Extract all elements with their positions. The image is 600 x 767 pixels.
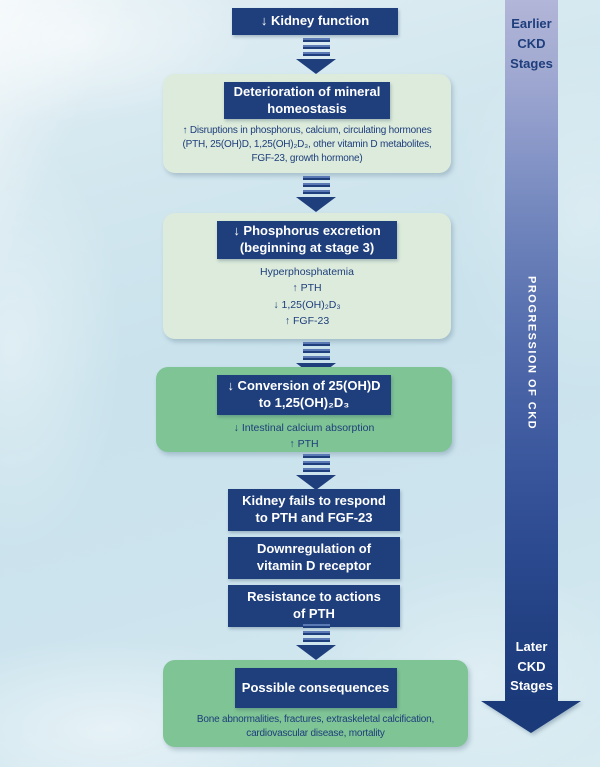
arrow-head: [296, 645, 336, 660]
arrow-head: [296, 197, 336, 212]
arrow-bar: [302, 624, 330, 628]
arrow-bar: [302, 342, 330, 346]
possible-consequences-body: Bone abnormalities, fractures, extraskel…: [196, 714, 435, 740]
possible-consequences-heading: Possible consequences: [234, 668, 397, 708]
mineral-homeostasis-heading: Deterioration of mineral homeostasis: [224, 82, 390, 119]
mineral-homeostasis-body: ↑ Disruptions in phosphorus, calcium, ci…: [182, 125, 432, 165]
arrow-bar: [302, 183, 330, 187]
down-arrow-icon: [296, 38, 336, 74]
arrow-bar: [302, 190, 330, 194]
arrow-bar: [302, 461, 330, 465]
arrow-bar: [302, 38, 330, 42]
progression-arrow-head-icon: [481, 701, 581, 733]
phosphorus-excretion-panel: ↓ Phosphorus excretion (beginning at sta…: [163, 213, 451, 339]
later-ckd-stages-label: Later CKD Stages: [510, 639, 553, 693]
arrow-bar: [302, 468, 330, 472]
arrow-bar: [302, 349, 330, 353]
earlier-ckd-stages-label: Earlier CKD Stages: [510, 16, 553, 72]
downregulation-box: Downregulation of vitamin D receptor: [228, 537, 400, 579]
kidney-function-box: ↓ Kidney function: [232, 8, 398, 35]
arrow-head: [296, 475, 336, 490]
down-arrow-icon: [296, 176, 336, 212]
arrow-bar: [302, 45, 330, 49]
pth-up-item: ↑ PTH: [289, 438, 319, 451]
arrow-bar: [302, 631, 330, 635]
arrow-bar: [302, 638, 330, 642]
progression-arrow-bar: [505, 0, 558, 703]
vitamin-d-down-item: ↓ 1,25(OH)₂D₃: [273, 298, 341, 311]
progression-of-ckd-label: PROGRESSION OF CKD: [525, 275, 538, 431]
mineral-homeostasis-panel: Deterioration of mineral homeostasis ↑ D…: [163, 74, 451, 173]
arrow-bar: [302, 52, 330, 56]
hyperphosphatemia-item: Hyperphosphatemia: [260, 266, 354, 278]
conversion-heading: ↓ Conversion of 25(OH)D to 1,25(OH)₂D₃: [217, 375, 391, 415]
fgf23-up-item: ↑ FGF-23: [284, 314, 330, 327]
down-arrow-icon: [296, 454, 336, 490]
arrow-head: [296, 59, 336, 74]
arrow-bar: [302, 454, 330, 458]
intestinal-calcium-item: ↓ Intestinal calcium absorption: [233, 422, 375, 434]
conversion-panel: ↓ Conversion of 25(OH)D to 1,25(OH)₂D₃ ↓…: [156, 367, 452, 452]
kidney-fails-box: Kidney fails to respond to PTH and FGF-2…: [228, 489, 400, 531]
possible-consequences-panel: Possible consequences Bone abnormalities…: [163, 660, 468, 747]
arrow-bar: [302, 356, 330, 360]
arrow-bar: [302, 176, 330, 180]
resistance-box: Resistance to actions of PTH: [228, 585, 400, 627]
pth-up-item: ↑ PTH: [292, 282, 322, 295]
phosphorus-excretion-heading: ↓ Phosphorus excretion (beginning at sta…: [217, 221, 397, 259]
down-arrow-icon: [296, 624, 336, 660]
